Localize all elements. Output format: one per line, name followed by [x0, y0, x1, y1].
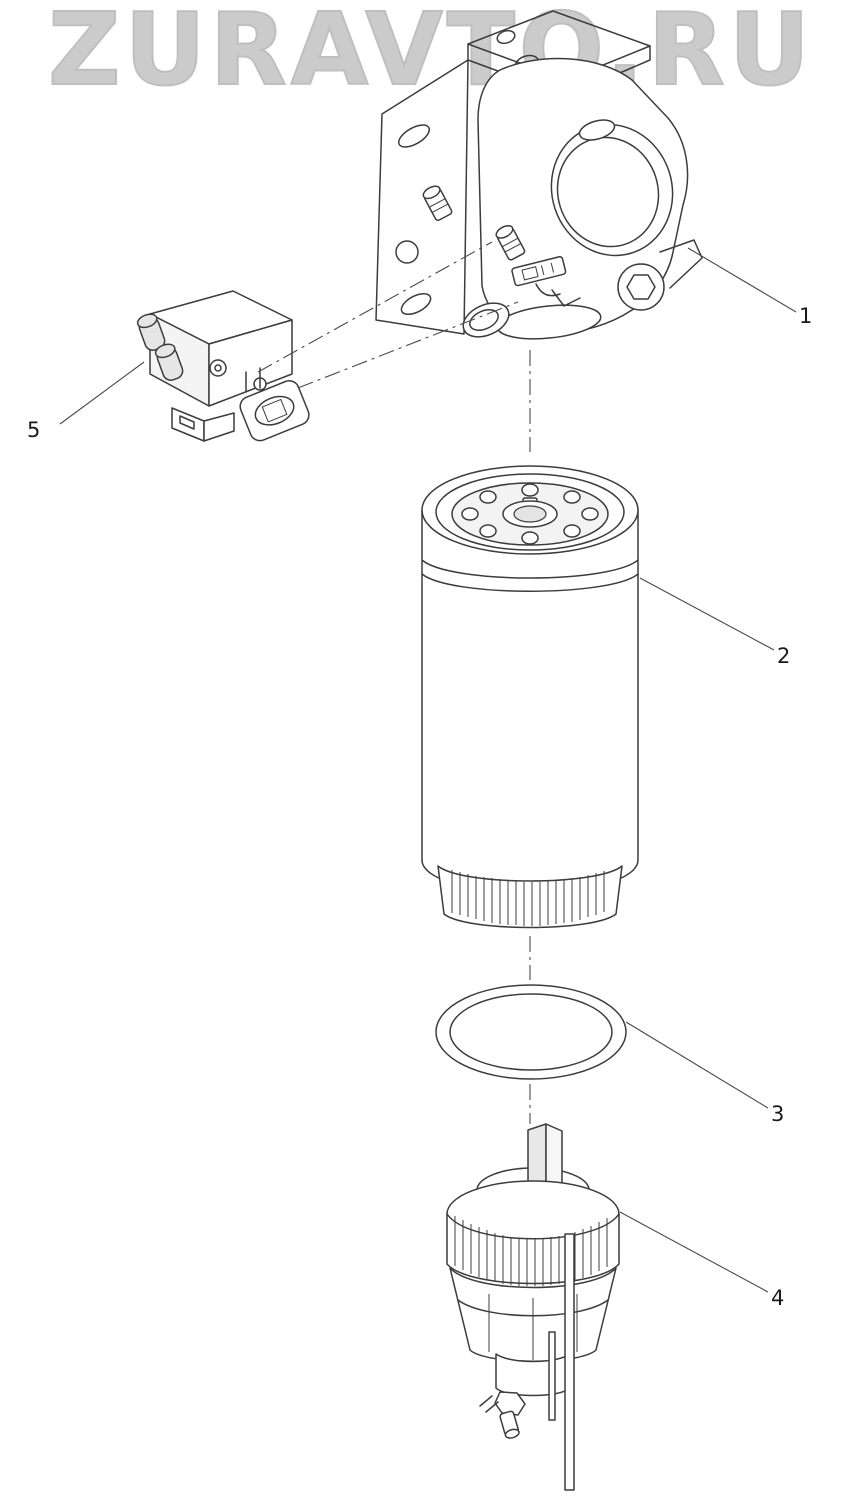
o-ring-part	[435, 984, 627, 1080]
water-separator-part	[446, 1123, 620, 1491]
callout-label-1: 1	[799, 304, 813, 328]
callout-label-3: 3	[771, 1102, 785, 1126]
sensor-block-part	[136, 290, 310, 442]
assembly-center-lines	[257, 241, 531, 1124]
filter-cartridge-part	[421, 465, 639, 929]
callout-label-4: 4	[771, 1286, 785, 1310]
filter-head-part	[375, 10, 703, 340]
callout-label-5: 5	[27, 418, 41, 442]
callout-leader-lines	[59, 247, 797, 1293]
callout-label-2: 2	[777, 644, 791, 668]
